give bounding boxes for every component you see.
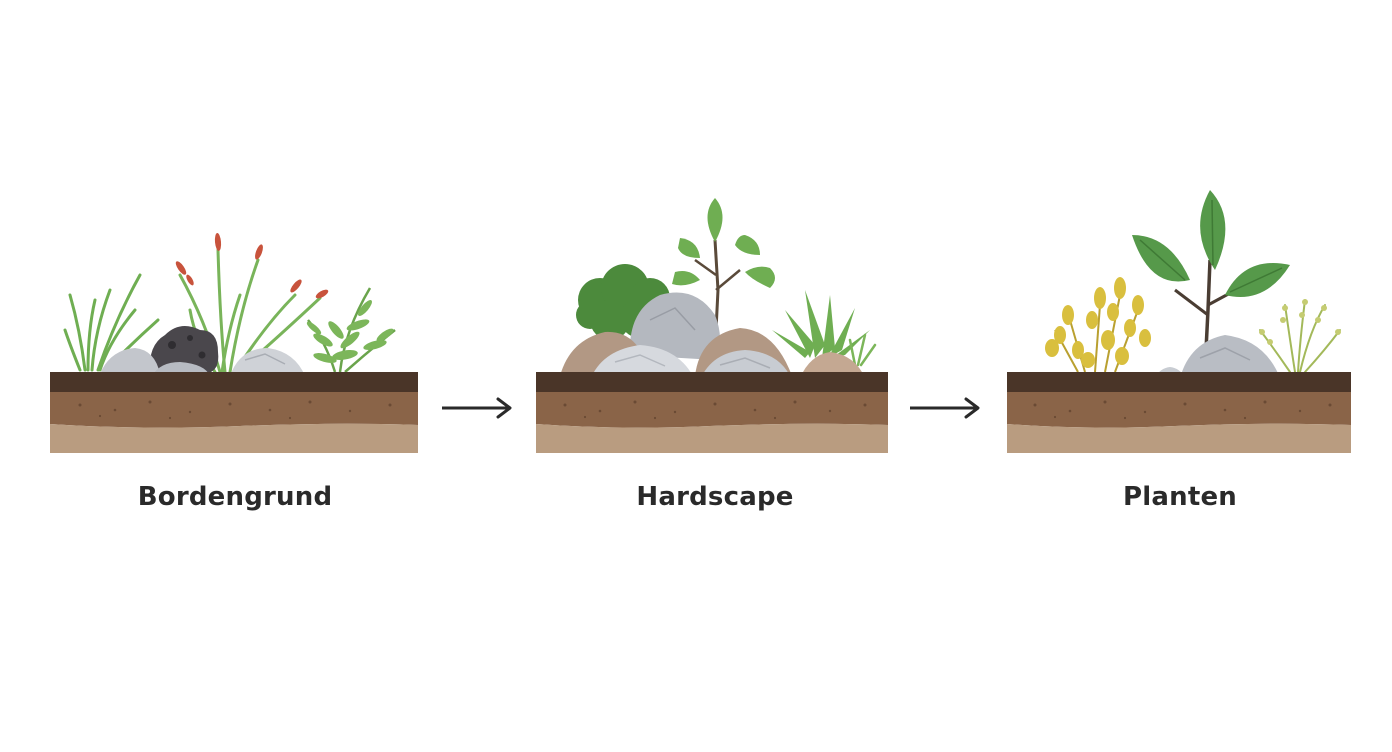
soil-illustration-2 — [536, 198, 888, 453]
arrow-right-icon — [442, 397, 512, 419]
small-grass-icon — [848, 333, 877, 367]
fern-icon — [306, 287, 396, 373]
yellow-plant-icon — [1045, 277, 1151, 373]
arrow-right-icon — [910, 397, 980, 419]
grey-boulder-icon — [629, 292, 720, 360]
lava-rock-icon — [149, 326, 219, 373]
soil-layers — [536, 372, 888, 453]
grey-rock-icon — [590, 345, 695, 380]
step-bordengrund: Bordengrund — [40, 180, 430, 530]
grey-rock-icon — [230, 348, 305, 376]
sapling-icon — [672, 198, 775, 351]
leafy-plant-icon — [1132, 190, 1290, 371]
soil-layers — [1007, 372, 1351, 453]
agave-icon — [772, 290, 870, 358]
grey-rock-icon — [100, 348, 160, 374]
feather-grass-icon — [1259, 299, 1341, 373]
soil-layers — [50, 372, 418, 453]
grey-rock-icon — [1180, 335, 1280, 378]
step-label-planten: Planten — [1123, 482, 1237, 512]
soil-illustration-1 — [50, 233, 418, 453]
soil-illustration-3 — [1007, 190, 1351, 453]
step-label-bordengrund: Bordengrund — [137, 482, 333, 512]
step-label-hardscape: Hardscape — [636, 482, 794, 512]
step-hardscape: Hardscape — [530, 180, 900, 530]
warm-rock-icon — [800, 352, 865, 378]
step-planten: Planten — [1000, 180, 1360, 530]
